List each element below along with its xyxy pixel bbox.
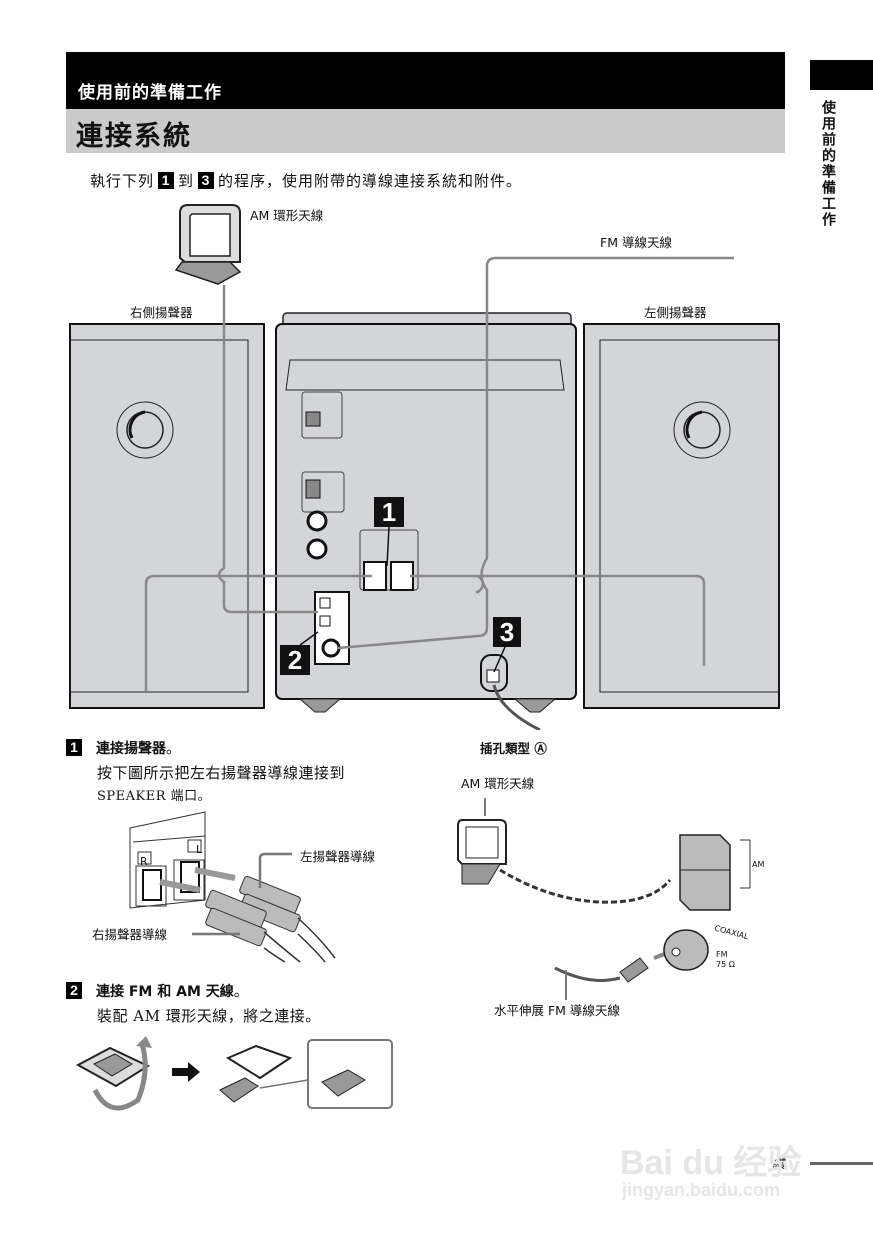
fm-wire-horizontal-label: 水平伸展 FM 導線天線: [494, 1003, 620, 1018]
wires: [144, 256, 734, 692]
side-tab-marker: [810, 60, 873, 90]
step1-body-line2: SPEAKER 端口。: [97, 789, 212, 804]
right-speaker-label: 右側揚聲器: [130, 305, 193, 320]
speaker-cord-illustration: [129, 811, 336, 963]
intro-suffix: 的程序，使用附帶的導線連接系統和附件。: [218, 172, 523, 190]
ohm-label: 75 Ω: [716, 960, 735, 969]
page-title: 連接系統: [76, 121, 192, 152]
callout-1: [374, 497, 404, 567]
step1-badge: 1: [66, 739, 82, 756]
fm-terminal-label: FM: [716, 950, 728, 959]
callout-3: [493, 617, 521, 673]
am-loop-label: AM 環形天線: [250, 208, 324, 223]
step2-badge: 2: [66, 982, 82, 999]
watermark-url: jingyan.baidu.com: [622, 1180, 781, 1200]
section-header-bar: 使用前的準備工作: [66, 52, 785, 109]
jack-type-illustration: [457, 798, 751, 1000]
connection-diagram: [69, 204, 780, 730]
step2-title-end: 。: [233, 982, 250, 1000]
intro-middle: 到: [178, 172, 195, 190]
left-speaker: [583, 323, 780, 709]
port-r-label: R: [140, 855, 148, 868]
watermark-logo: Bai du 经验: [620, 1144, 802, 1182]
callout-1-label: 1: [381, 497, 397, 527]
am-terminal-label: AM: [752, 860, 765, 869]
step2-heading: 2 連接 FM 和 AM 天線。: [66, 980, 249, 1003]
continued-marker: 續: [772, 1157, 786, 1172]
callout-2: [280, 631, 319, 675]
jack-type-heading: 插孔類型 Ⓐ: [480, 741, 547, 756]
right-cord-label: 右揚聲器導線: [92, 927, 168, 942]
step1-heading: 1 連接揚聲器。: [66, 737, 182, 760]
step1-title-end: 。: [166, 739, 182, 757]
step-badge-3: 3: [198, 172, 215, 189]
am-loop-antenna-icon: [174, 204, 242, 285]
step1-body: 按下圖所示把左右揚聲器導線連接到 SPEAKER 端口。: [97, 762, 345, 808]
footer-rule: [810, 1162, 873, 1165]
jack-am-loop-label: AM 環形天線: [461, 776, 535, 791]
step-badge-1: 1: [158, 172, 175, 189]
right-speaker: [69, 323, 265, 709]
main-unit: [275, 312, 577, 730]
step2-body: 裝配 AM 環形天線，將之連接。: [97, 1007, 321, 1025]
side-tab-label: 使用前的準備工作: [820, 100, 836, 228]
port-l-label: L: [196, 843, 203, 856]
step1-body-line1: 按下圖所示把左右揚聲器導線連接到: [97, 764, 346, 782]
fm-wire-label: FM 導線天線: [600, 235, 672, 250]
am-loop-assembly-illustration: [75, 1036, 393, 1111]
section-title: 使用前的準備工作: [78, 83, 222, 103]
page-title-bar: 連接系統: [66, 109, 785, 153]
left-speaker-label: 左側揚聲器: [644, 305, 707, 320]
intro-prefix: 執行下列: [90, 172, 155, 190]
left-cord-label: 左揚聲器導線: [300, 849, 376, 864]
callout-3-label: 3: [499, 617, 515, 647]
step1-title: 連接揚聲器: [96, 741, 166, 757]
step2-title: 連接 FM 和 AM 天線: [96, 984, 234, 1000]
callout-2-label: 2: [287, 645, 303, 675]
